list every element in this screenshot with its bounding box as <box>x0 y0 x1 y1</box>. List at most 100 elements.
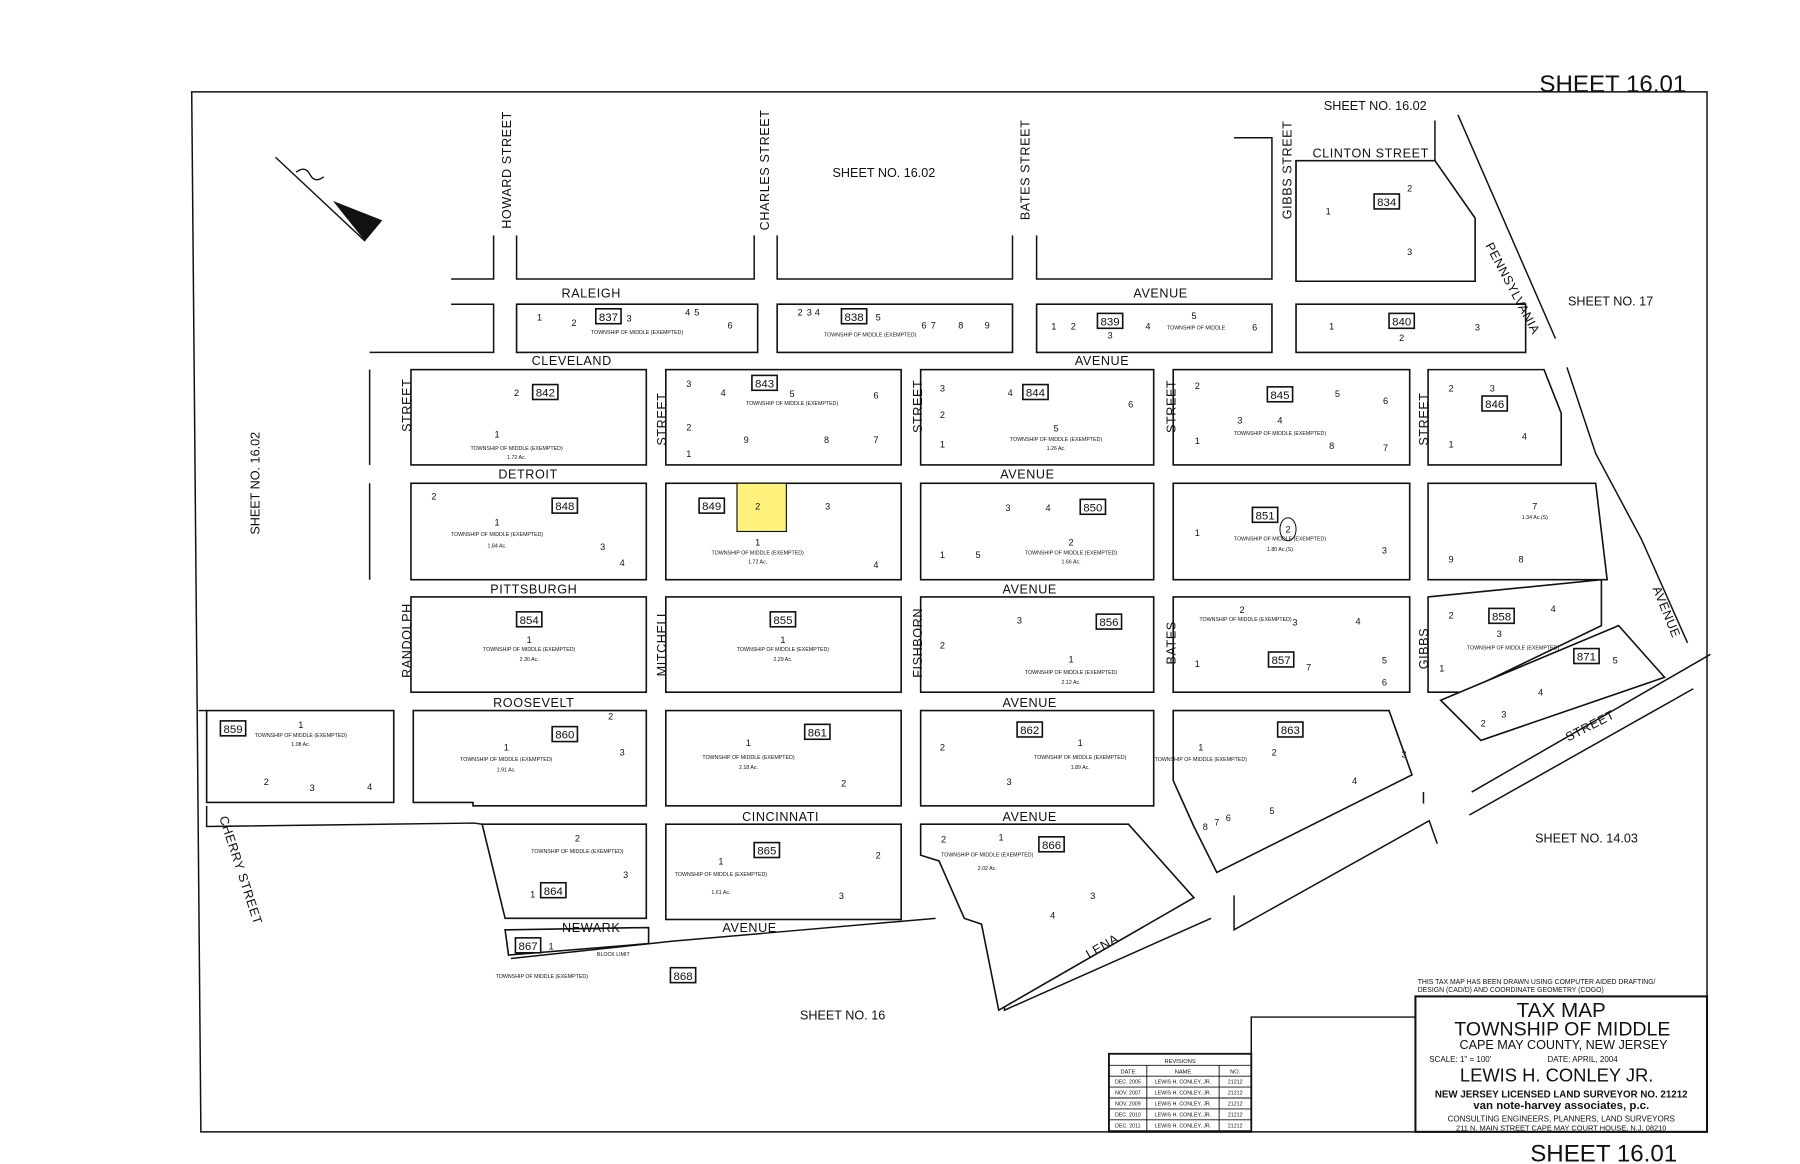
lot-number[interactable]: 1 <box>1195 436 1200 446</box>
lot-number[interactable]: 1 <box>1195 659 1200 669</box>
lot-number[interactable]: 1 <box>504 743 509 753</box>
lot-number[interactable]: 1 <box>718 856 723 866</box>
lot-number[interactable]: 2 <box>1448 383 1453 393</box>
lot-number[interactable]: 8 <box>958 320 963 330</box>
lot-number[interactable]: 4 <box>1355 616 1360 626</box>
lot-number[interactable]: 2 <box>571 318 576 328</box>
lot-number[interactable]: 2 <box>940 641 945 651</box>
lot-number[interactable]: 1 <box>1068 654 1073 664</box>
lot-number[interactable]: 5 <box>1191 311 1196 321</box>
lot-number[interactable]: 4 <box>721 388 726 398</box>
lot-number[interactable]: 3 <box>623 870 628 880</box>
lot-number[interactable]: 2 <box>1481 719 1486 729</box>
lot-number[interactable]: 1 <box>495 518 500 528</box>
lot-number[interactable]: 3 <box>1490 383 1495 393</box>
lot-number[interactable]: 1 <box>527 635 532 645</box>
lot-number[interactable]: 3 <box>1501 709 1506 719</box>
lot-number[interactable]: 5 <box>694 308 699 318</box>
lot-number[interactable]: 2 <box>755 502 760 512</box>
lot-number[interactable]: 2 <box>686 422 691 432</box>
lot-number[interactable]: 2 <box>431 491 436 501</box>
lot-number[interactable]: 1 <box>530 890 535 900</box>
lot-number[interactable]: 6 <box>1226 813 1231 823</box>
lot-number[interactable]: 1 <box>1329 321 1334 331</box>
lot-number[interactable]: 3 <box>1407 247 1412 257</box>
lot-number[interactable]: 2 <box>1195 381 1200 391</box>
lot-number[interactable]: 1 <box>495 429 500 439</box>
lot-number[interactable]: 5 <box>976 550 981 560</box>
lot-number[interactable]: 5 <box>790 389 795 399</box>
lot-number[interactable]: 4 <box>1046 503 1051 513</box>
lot-number[interactable]: 2 <box>798 308 803 318</box>
lot-number[interactable]: 8 <box>1518 554 1523 564</box>
highlighted-lot[interactable] <box>736 482 787 533</box>
lot-number[interactable]: 9 <box>1448 554 1453 564</box>
lot-number[interactable]: 1 <box>1195 528 1200 538</box>
lot-number[interactable]: 4 <box>1008 388 1013 398</box>
lot-number[interactable]: 8 <box>824 435 829 445</box>
tax-block-868[interactable]: 868 <box>669 966 697 984</box>
lot-number[interactable]: 1 <box>1448 440 1453 450</box>
lot-number[interactable]: 3 <box>839 891 844 901</box>
lot-number[interactable]: 3 <box>627 313 632 323</box>
lot-number[interactable]: 5 <box>876 312 881 322</box>
lot-number[interactable]: 4 <box>1352 776 1357 786</box>
lot-number[interactable]: 7 <box>1532 502 1537 512</box>
lot-number[interactable]: 3 <box>1382 545 1387 555</box>
lot-number[interactable]: 3 <box>807 308 812 318</box>
lot-number[interactable]: 1 <box>1051 321 1056 331</box>
lot-number[interactable]: 3 <box>825 502 830 512</box>
lot-number[interactable]: 3 <box>1007 777 1012 787</box>
lot-number[interactable]: 9 <box>744 435 749 445</box>
lot-number[interactable]: 2 <box>941 835 946 845</box>
lot-number[interactable]: 3 <box>1237 416 1242 426</box>
lot-number[interactable]: 1 <box>548 941 553 951</box>
lot-number[interactable]: 1 <box>940 550 945 560</box>
lot-number[interactable]: 2 <box>1272 747 1277 757</box>
lot-number[interactable]: 7 <box>1383 443 1388 453</box>
lot-number[interactable]: 4 <box>1050 910 1055 920</box>
lot-number[interactable]: 4 <box>1277 416 1282 426</box>
lot-number[interactable]: 4 <box>1522 432 1527 442</box>
lot-number[interactable]: 6 <box>728 320 733 330</box>
lot-number[interactable]: 3 <box>1108 331 1113 341</box>
lot-number[interactable]: 4 <box>1145 321 1150 331</box>
lot-number[interactable]: 1 <box>298 720 303 730</box>
lot-number[interactable]: 5 <box>1269 806 1274 816</box>
lot-number[interactable]: 2 <box>1285 525 1290 535</box>
lot-number[interactable]: 2 <box>1071 321 1076 331</box>
lot-number[interactable]: 1 <box>1198 743 1203 753</box>
lot-number[interactable]: 1 <box>686 449 691 459</box>
lot-number[interactable]: 4 <box>620 558 625 568</box>
lot-number[interactable]: 7 <box>1214 817 1219 827</box>
lot-number[interactable]: 3 <box>1292 618 1297 628</box>
lot-number[interactable]: 6 <box>873 390 878 400</box>
lot-number[interactable]: 5 <box>1382 656 1387 666</box>
lot-number[interactable]: 6 <box>1128 400 1133 410</box>
lot-number[interactable]: 2 <box>1448 611 1453 621</box>
lot-number[interactable]: 2 <box>876 851 881 861</box>
lot-number[interactable]: 2 <box>264 777 269 787</box>
